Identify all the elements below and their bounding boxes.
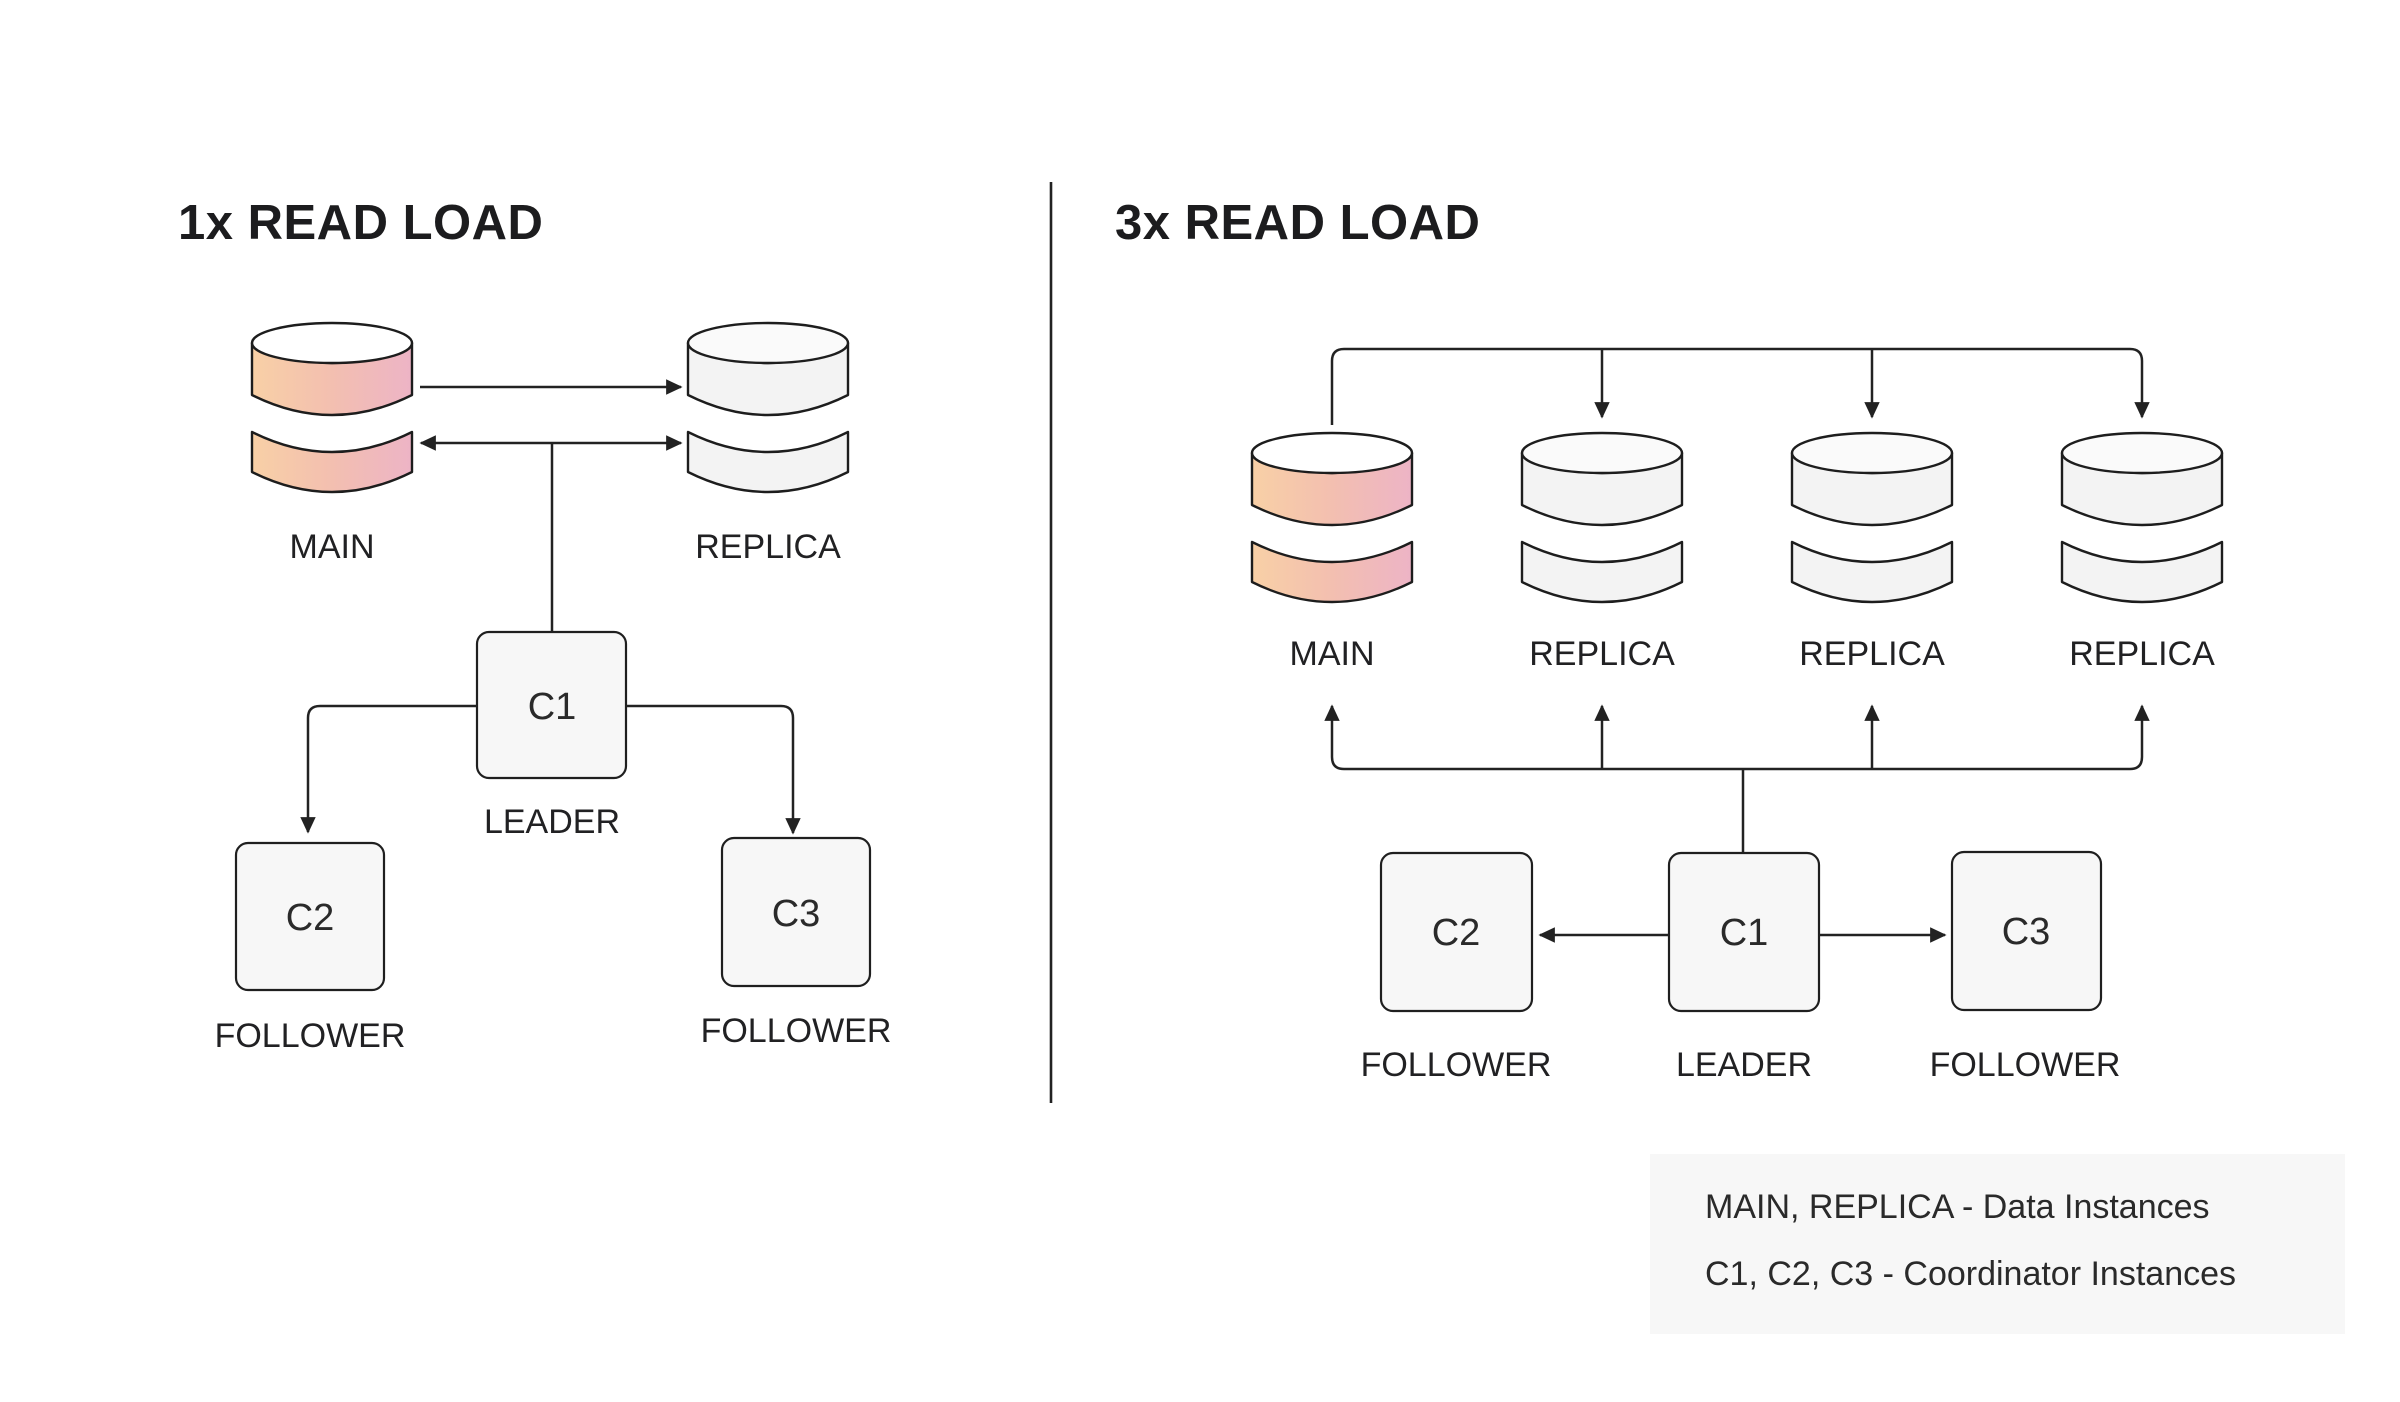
left-replica-label: REPLICA [695, 528, 841, 566]
left-panel-title: 1x READ LOAD [178, 196, 543, 250]
right-main-label: MAIN [1290, 635, 1375, 673]
right-panel-title: 3x READ LOAD [1115, 196, 1480, 250]
right-c1-box [1667, 851, 1821, 1013]
read-arrow-replica3 [2129, 704, 2150, 771]
legend-box [1650, 1154, 2345, 1334]
left-replica-database-icon [686, 321, 850, 494]
right-c3-follower-label: FOLLOWER [1930, 1046, 2121, 1084]
right-replica1-label: REPLICA [1529, 635, 1675, 673]
left-c2-box [234, 841, 386, 992]
left-c3-label: C3 [772, 893, 821, 935]
right-replica1-database-icon [1520, 431, 1684, 604]
right-c2-label: C2 [1432, 912, 1481, 954]
right-c3-box [1950, 850, 2103, 1012]
connector-c1-to-c2 [300, 704, 477, 834]
legend-line-coordinator-instances: C1, C2, C3 - Coordinator Instances [1705, 1255, 2236, 1293]
left-leader-label: LEADER [484, 803, 620, 841]
left-main-label: MAIN [290, 528, 375, 566]
right-c1-label: C1 [1720, 912, 1769, 954]
right-replica3-label: REPLICA [2069, 635, 2215, 673]
connector-main-fanout [1330, 347, 2150, 425]
right-leader-label: LEADER [1676, 1046, 1812, 1084]
right-main-database-icon [1250, 431, 1414, 604]
left-c2-follower-label: FOLLOWER [215, 1017, 406, 1055]
left-c3-follower-label: FOLLOWER [701, 1012, 892, 1050]
left-c3-box [720, 836, 872, 988]
right-replica2-database-icon [1790, 431, 1954, 604]
right-replica3-database-icon [2060, 431, 2224, 604]
right-c2-follower-label: FOLLOWER [1361, 1046, 1552, 1084]
read-arrow-main [1324, 704, 1345, 771]
legend-line-data-instances: MAIN, REPLICA - Data Instances [1705, 1188, 2210, 1226]
left-main-database-icon [250, 321, 414, 494]
right-replica2-label: REPLICA [1799, 635, 1945, 673]
right-c3-label: C3 [2002, 911, 2051, 953]
left-c2-label: C2 [286, 897, 335, 939]
right-c2-box [1379, 851, 1534, 1013]
connector-c1-to-c3 [626, 704, 801, 835]
left-c1-label: C1 [528, 686, 577, 728]
